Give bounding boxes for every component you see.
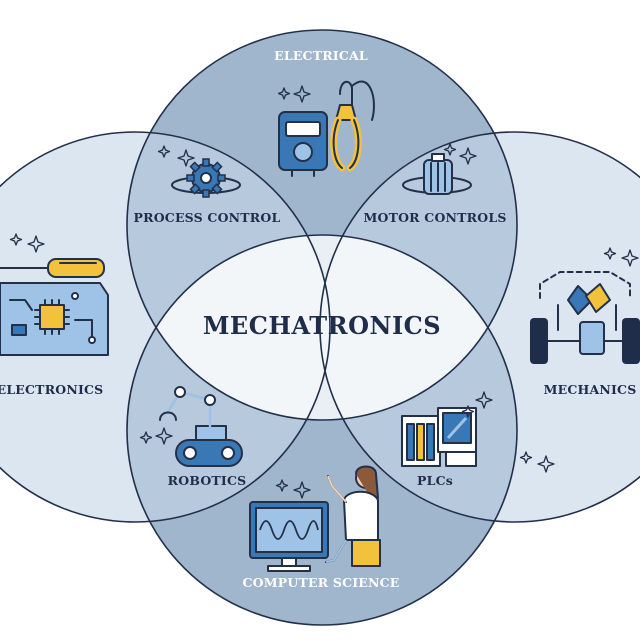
region-label-mechanics: MECHANICS bbox=[544, 382, 637, 397]
circuit-board-icon bbox=[0, 282, 109, 356]
center-label-mechatronics: MECHATRONICS bbox=[203, 311, 441, 340]
motor-icon bbox=[402, 153, 472, 195]
overlap-label-robotics: ROBOTICS bbox=[168, 473, 247, 488]
overlap-label-plcs: PLCs bbox=[417, 473, 453, 488]
region-label-electrical: ELECTRICAL bbox=[274, 48, 368, 63]
gear-icon bbox=[171, 158, 241, 198]
overlap-label-process-control: PROCESS CONTROL bbox=[134, 210, 281, 225]
overlap-label-motor-controls: MOTOR CONTROLS bbox=[363, 210, 506, 225]
programmer-with-monitor-icon bbox=[249, 465, 381, 572]
car-chassis-icon bbox=[530, 271, 640, 364]
electric-meter-icon bbox=[278, 111, 328, 177]
pliers-icon bbox=[330, 80, 375, 172]
region-label-electronics: ELECTRONICS bbox=[0, 382, 103, 397]
screwdriver-icon bbox=[0, 258, 105, 278]
plc-controller-icon bbox=[401, 407, 477, 467]
sparkle-decorations bbox=[9, 85, 639, 499]
region-label-computer-science: COMPUTER SCIENCE bbox=[243, 575, 400, 590]
robot-arm-icon bbox=[159, 386, 243, 467]
